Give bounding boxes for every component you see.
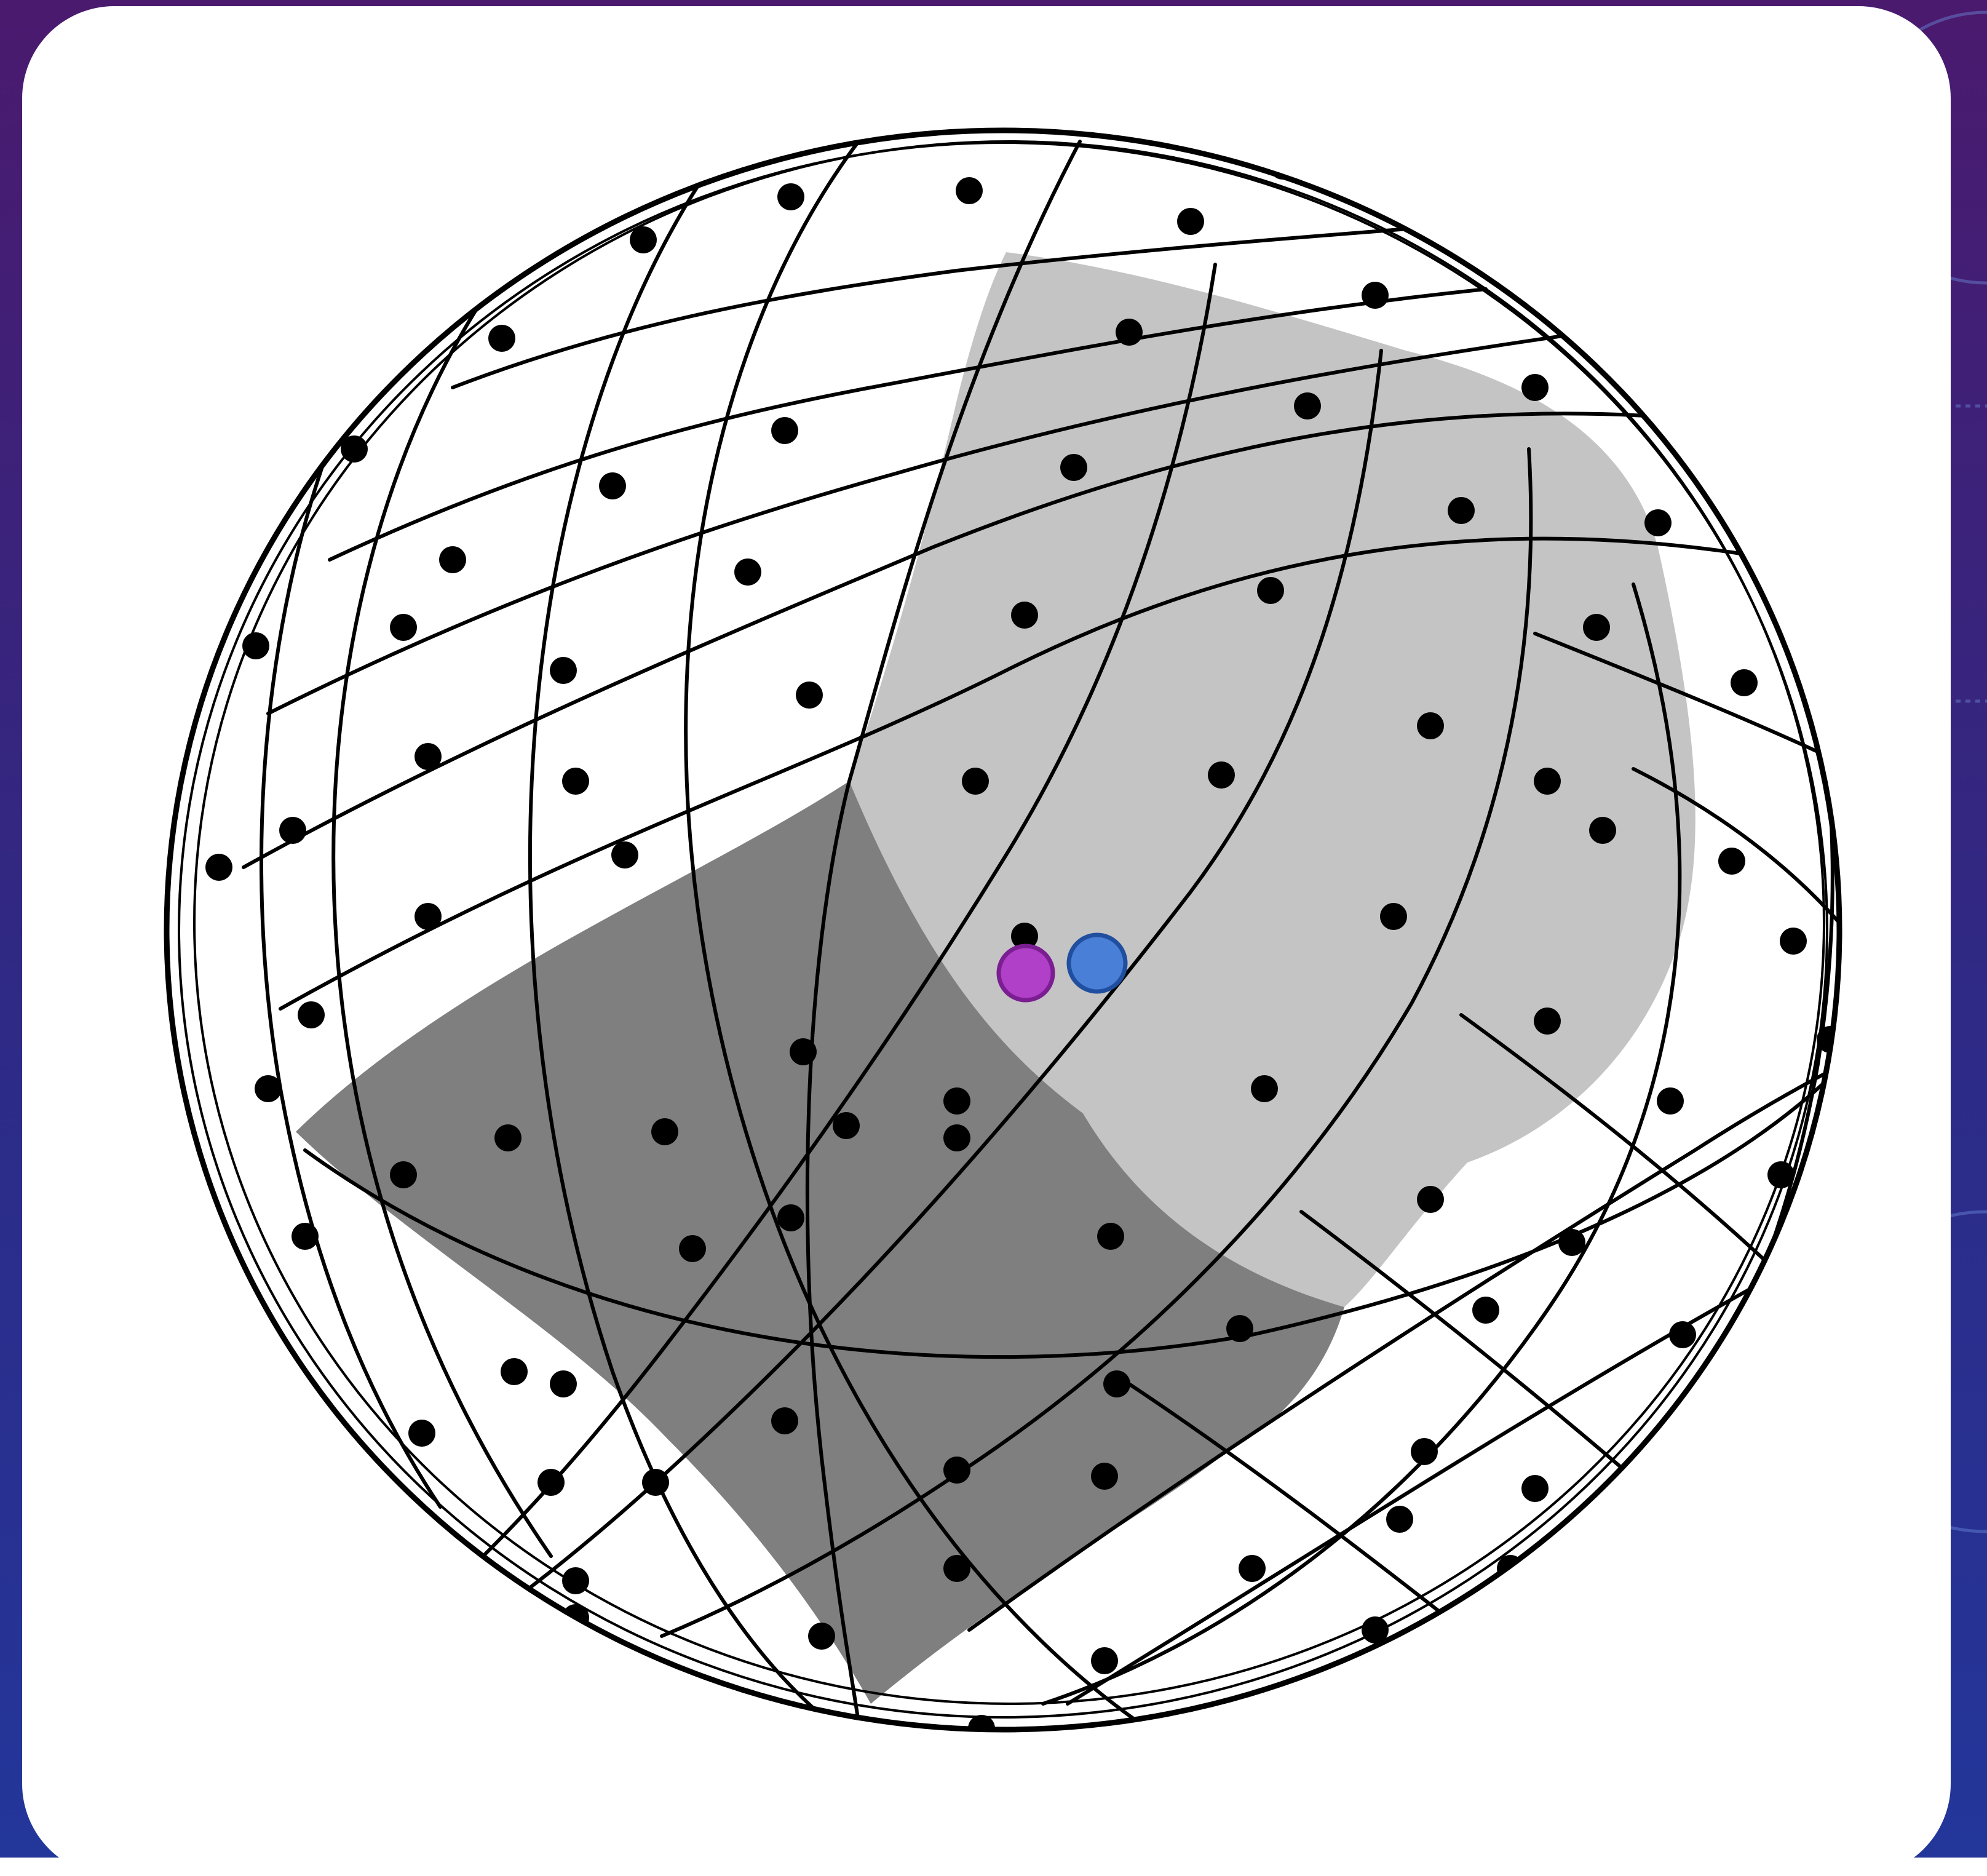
cell-center-dot (494, 1124, 522, 1151)
cell-center-dot (925, 1801, 952, 1828)
cell-center-dot (1226, 1315, 1253, 1342)
cell-center-dot (1091, 1647, 1118, 1674)
grid-line (1756, 351, 1852, 1163)
cell-center-dot (1780, 928, 1807, 955)
cell-center-dot (1657, 1087, 1684, 1115)
cell-center-dot (1669, 282, 1696, 309)
cell-center-dot (501, 1358, 528, 1385)
cell-center-dot (1103, 1370, 1130, 1397)
cell-center-dot (599, 472, 626, 499)
cell-center-dot (292, 1223, 319, 1250)
cell-center-dot (1534, 768, 1561, 795)
purple-marker (999, 946, 1053, 1000)
cell-center-dot (537, 1469, 565, 1496)
cell-center-dot (488, 325, 515, 352)
cell-center-dot (611, 841, 638, 868)
cell-center-dot (1644, 509, 1672, 536)
cell-center-dot (205, 854, 232, 881)
cell-center-dot (1743, 1370, 1770, 1397)
cell-center-dot (550, 1370, 577, 1397)
cell-center-dot (279, 817, 306, 844)
cell-center-dot (1589, 817, 1616, 844)
cell-center-dot (341, 1487, 368, 1514)
cell-center-dot (1583, 614, 1610, 641)
cell-center-dot (1448, 497, 1475, 524)
cell-center-dot (1097, 1223, 1124, 1250)
cell-center-dot (771, 417, 798, 444)
cell-center-dot (651, 1118, 678, 1145)
cell-center-dot (1460, 177, 1487, 204)
cell-center-dot (1251, 1075, 1278, 1102)
cell-center-dot (685, 1752, 712, 1779)
cell-center-dot (1380, 903, 1407, 930)
cell-center-dot (1669, 1321, 1696, 1348)
cell-center-dot (414, 903, 442, 930)
cell-center-dot (414, 743, 442, 770)
grid-line (261, 314, 440, 1507)
cell-center-dot (298, 1001, 325, 1028)
cell-center-dot (734, 558, 761, 586)
cell-center-dot (1239, 1555, 1266, 1582)
sphere-diagram (22, 6, 1951, 1876)
cell-center-dot (1011, 602, 1038, 629)
cell-center-dot (956, 177, 983, 204)
cell-center-dot (1257, 577, 1284, 604)
cell-center-dot (1177, 208, 1204, 235)
cell-center-dot (962, 768, 989, 795)
cell-center-dot (1091, 1463, 1118, 1490)
cell-center-dot (1294, 392, 1321, 419)
cell-center-dot (1386, 1506, 1413, 1533)
cell-center-dot (1485, 1616, 1512, 1643)
blue-marker (1069, 935, 1125, 992)
cell-center-dot (777, 183, 804, 210)
cell-center-dot (1214, 1764, 1241, 1791)
cell-center-dot (1534, 1008, 1561, 1035)
cell-center-dot (1116, 319, 1143, 346)
cell-center-dot (642, 1469, 669, 1496)
cell-center-dot (439, 546, 466, 573)
cell-center-dot (796, 682, 823, 709)
cell-center-dot (679, 1235, 706, 1262)
cell-center-dot (562, 768, 589, 795)
cell-center-dot (1558, 1229, 1585, 1256)
cell-center-dot (808, 1623, 835, 1650)
cell-center-dot (1521, 1475, 1549, 1502)
cell-center-dot (1362, 282, 1389, 309)
cell-center-dot (1411, 1438, 1438, 1465)
cell-center-dot (1060, 454, 1087, 481)
cell-center-dot (1731, 669, 1758, 696)
cell-center-dot (1718, 848, 1745, 875)
cell-center-dot (943, 1457, 970, 1484)
cell-center-dot (255, 1075, 282, 1102)
cell-center-dot (790, 1038, 817, 1065)
cell-center-dot (1288, 1727, 1315, 1754)
cell-center-dot (1521, 374, 1549, 401)
cell-center-dot (390, 614, 417, 641)
cell-center-dot (550, 657, 577, 684)
cell-center-dot (1608, 1481, 1635, 1508)
cell-center-dot (777, 1204, 804, 1231)
cell-center-dot (408, 1420, 435, 1447)
cell-center-dot (1208, 761, 1235, 789)
cell-center-dot (943, 1087, 970, 1115)
cell-center-dot (1417, 1186, 1444, 1213)
cell-center-dot (1386, 1703, 1413, 1730)
cell-center-dot (1472, 1297, 1499, 1324)
cell-center-dot (1417, 712, 1444, 739)
cell-center-dot (716, 1690, 743, 1717)
cell-center-dot (1017, 1801, 1044, 1828)
cell-center-dot (390, 1161, 417, 1188)
cell-center-dot (943, 1555, 970, 1582)
cell-center-dot (771, 1407, 798, 1434)
cell-center-dot (833, 1112, 860, 1139)
cell-center-dot (943, 1124, 970, 1151)
content-card (22, 6, 1951, 1876)
